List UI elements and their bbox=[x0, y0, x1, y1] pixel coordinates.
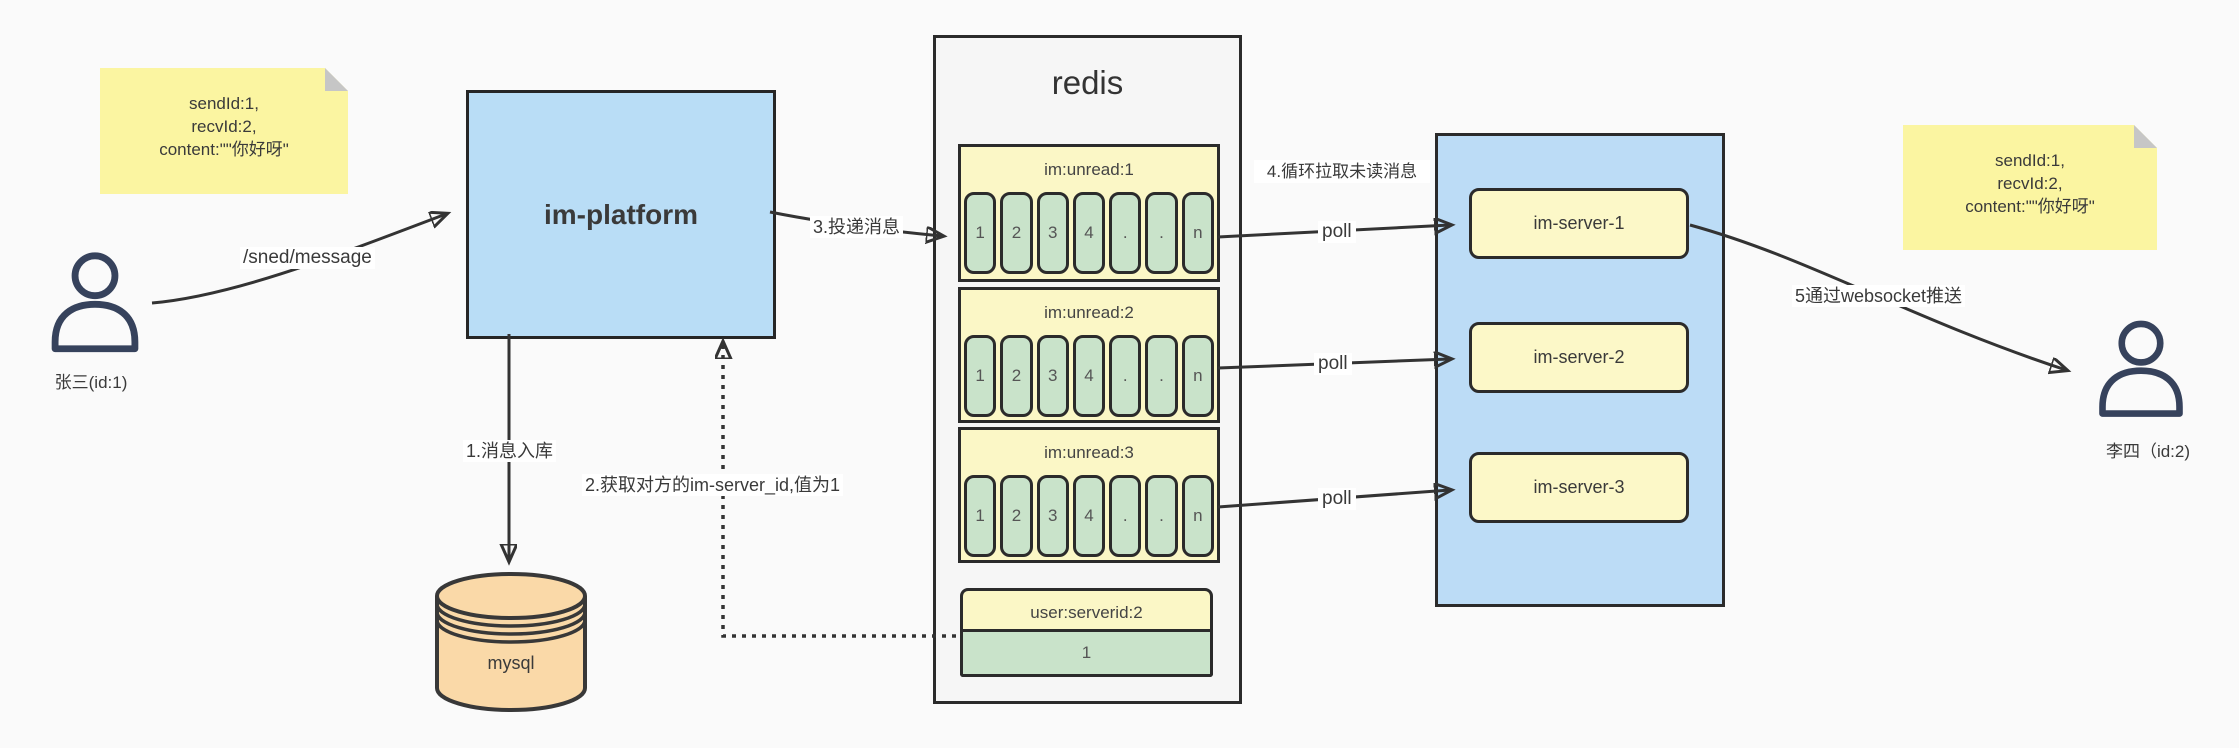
queue-cell: 1 bbox=[964, 335, 997, 417]
queue-cell: . bbox=[1145, 335, 1178, 417]
queue-header: im:unread:1 bbox=[1044, 160, 1134, 179]
sticky-note-text: sendId:1, recvId:2, content:""你好呀" bbox=[159, 94, 289, 159]
receiver-label: 李四（id:2) bbox=[2105, 442, 2191, 461]
queue-cell: . bbox=[1109, 475, 1142, 557]
redis-title: redis bbox=[1051, 64, 1124, 101]
sticky-note-right: sendId:1, recvId:2, content:""你好呀" bbox=[1903, 125, 2157, 250]
step4-label: 4.循环拉取未读消息 bbox=[1254, 160, 1430, 183]
queue-cell: 2 bbox=[1000, 192, 1033, 274]
mysql-label: mysql bbox=[487, 653, 535, 673]
user-icon bbox=[2099, 320, 2183, 417]
step5-label: 5通过websocket推送 bbox=[1792, 285, 1966, 307]
im-server-box: im-server-3 bbox=[1469, 452, 1689, 523]
queue-cell: 1 bbox=[964, 475, 997, 557]
poll-label: poll bbox=[1314, 353, 1352, 375]
poll-label: poll bbox=[1318, 488, 1356, 510]
queue-cell: 1 bbox=[964, 192, 997, 274]
user-serverid-key: user:serverid:2 bbox=[960, 588, 1213, 632]
user-serverid-box: user:serverid:2 1 bbox=[960, 588, 1213, 677]
queue-cell: 4 bbox=[1072, 335, 1106, 417]
queue-header: im:unread:2 bbox=[1044, 303, 1134, 322]
queue-cell: 3 bbox=[1036, 475, 1069, 557]
step3-label: 3.投递消息 bbox=[810, 216, 904, 238]
im-platform-box: im-platform bbox=[466, 90, 776, 339]
sticky-note-text: sendId:1, recvId:2, content:""你好呀" bbox=[1965, 151, 2095, 216]
mysql-database-icon bbox=[435, 572, 587, 712]
step1-label: 1.消息入库 bbox=[463, 440, 557, 462]
queue-cell: n bbox=[1181, 475, 1214, 557]
queue-cell: 4 bbox=[1072, 475, 1106, 557]
queue-cell: 2 bbox=[1000, 335, 1033, 417]
im-server-cluster-panel: im-server-1 im-server-2 im-server-3 bbox=[1435, 133, 1725, 607]
user-icon bbox=[51, 252, 139, 353]
queue-cell: . bbox=[1145, 475, 1178, 557]
queue-cell: . bbox=[1109, 192, 1142, 274]
queue-cell: . bbox=[1109, 335, 1142, 417]
queue-cell: 3 bbox=[1036, 192, 1069, 274]
queue-cell: n bbox=[1181, 192, 1214, 274]
queue-cell: 3 bbox=[1036, 335, 1069, 417]
queue-cell: 4 bbox=[1072, 192, 1106, 274]
queue-cell: 2 bbox=[1000, 475, 1033, 557]
sticky-note-left: sendId:1, recvId:2, content:""你好呀" bbox=[100, 68, 348, 194]
step2-label: 2.获取对方的im-server_id,值为1 bbox=[582, 474, 844, 496]
im-server-box: im-server-1 bbox=[1469, 188, 1689, 259]
fold-corner-icon bbox=[2134, 125, 2157, 148]
send-api-label: /sned/message bbox=[240, 247, 375, 269]
fold-corner-icon bbox=[325, 68, 348, 91]
im-server-box: im-server-2 bbox=[1469, 322, 1689, 393]
queue-header: im:unread:3 bbox=[1044, 443, 1134, 462]
poll-label: poll bbox=[1318, 221, 1356, 243]
sender-label: 张三(id:1) bbox=[54, 373, 128, 392]
user-serverid-value: 1 bbox=[960, 632, 1213, 677]
queue-cell: n bbox=[1181, 335, 1214, 417]
queue-cell: . bbox=[1145, 192, 1178, 274]
